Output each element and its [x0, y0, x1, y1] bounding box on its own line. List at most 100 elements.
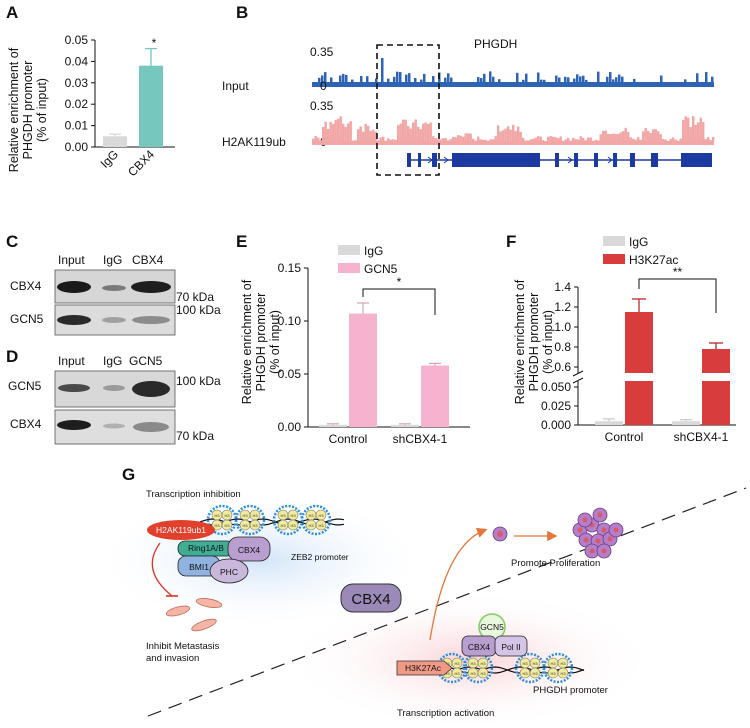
histone-label: H3	[444, 671, 450, 676]
h2a-signal-bar	[672, 137, 675, 141]
panel-label-e: E	[236, 232, 247, 251]
input-signal-bar	[423, 73, 426, 82]
h2a-signal-bar	[502, 130, 505, 141]
x-tick-label: Control	[329, 432, 368, 446]
h2a-signal-bar	[449, 139, 452, 141]
activation-arrow	[429, 527, 488, 641]
input-signal-bar	[420, 79, 423, 82]
h2a-signal-bar	[644, 128, 647, 141]
gene-direction-arrow	[567, 156, 573, 164]
h2a-signal-bar	[664, 139, 667, 141]
input-signal-bar	[450, 77, 453, 82]
input-signal-bar	[339, 75, 342, 82]
input-signal-bar	[516, 72, 519, 82]
histone-label: H3	[290, 523, 296, 528]
significance-marker: *	[397, 275, 402, 289]
blot-c-row-cbx4: CBX4	[10, 279, 42, 293]
y-tick-label: 0.05	[65, 33, 89, 47]
h2a-signal-bar	[689, 127, 692, 141]
migrating-cells	[165, 598, 223, 632]
h2a-signal-bar	[652, 129, 655, 141]
input-signal-bar	[582, 75, 585, 82]
significance-marker: **	[673, 265, 683, 279]
histone-label: H3	[242, 513, 248, 518]
input-signal-bar	[558, 77, 561, 82]
histone-label: H3	[480, 661, 486, 666]
ylabel-line: (% of input)	[268, 310, 282, 374]
h2a-signal-bar	[597, 140, 600, 141]
legend-swatch-gcn5	[338, 263, 360, 273]
h2a-signal-bar	[699, 117, 702, 141]
h2a-signal-bar	[609, 134, 612, 141]
input-signal-bar	[660, 75, 663, 82]
h2a-signal-bar	[654, 129, 657, 141]
h2a-signal-bar	[467, 133, 470, 141]
input-signal-bar	[564, 76, 567, 82]
cell-nucleus	[597, 512, 603, 518]
h2a-signal-bar	[494, 136, 497, 141]
blot-d-col-igg: IgG	[103, 354, 122, 368]
input-signal-bar	[543, 79, 546, 82]
histone-core	[557, 667, 569, 679]
h2a-signal-bar	[679, 138, 682, 141]
h2a-signal-bar	[367, 125, 370, 141]
significance-bracket	[638, 278, 717, 313]
blot-c-col-cbx4: CBX4	[132, 253, 164, 267]
h2a-signal-bar	[619, 132, 622, 141]
histone-label: H3	[280, 523, 286, 528]
inhibit-arrow	[151, 542, 173, 597]
gene-name-phgdh: PHGDH	[474, 37, 517, 51]
bar-igg	[103, 136, 127, 147]
h2a-signal-bar	[422, 123, 425, 141]
y-tick-label: 1.2	[554, 300, 571, 314]
legend-label-gcn5: GCN5	[364, 262, 398, 276]
ylabel-line: PHGDH promoter	[254, 293, 268, 392]
h2a-signal-bar	[584, 140, 587, 141]
h2a-signal-bar	[354, 140, 357, 141]
phc-protein	[209, 558, 249, 584]
bar-h3k27ac	[625, 312, 653, 373]
input-signal-bar	[489, 71, 492, 82]
input-signal-bar	[555, 75, 558, 82]
h2a-signal-bar	[557, 138, 560, 141]
h2a-signal-bar	[634, 139, 637, 141]
h2a-scale-top: 0.35	[310, 99, 334, 113]
h2a-signal-bar	[554, 137, 557, 141]
h2a-signal-bar	[514, 130, 517, 141]
h2a-signal-bar	[657, 131, 660, 141]
h2a-signal-bar	[709, 140, 712, 141]
h2a-signal-bar	[482, 139, 485, 141]
h2a-signal-bar	[464, 133, 467, 141]
cbx4-protein-small	[227, 536, 271, 562]
input-signal-bar	[525, 73, 528, 82]
panel-a-ylabel: Relative enrichment of PHGDH promoter (%…	[7, 47, 49, 172]
bar-h3k27ac-lower	[625, 381, 653, 425]
label-cbx4-center: CBX4	[351, 591, 390, 608]
y-tick-label: 0.000	[541, 418, 571, 432]
y-tick-label: 0.10	[278, 314, 302, 328]
h2a-signal-bar	[334, 119, 337, 141]
h2a-signal-bar	[559, 136, 562, 141]
h2a-signal-bar	[632, 138, 635, 141]
histone-core	[477, 667, 489, 679]
y-tick-label: 0.6	[554, 360, 571, 374]
input-signal-bar	[579, 76, 582, 82]
h2a-signal-bar	[399, 123, 402, 141]
h2a-signal-bar	[404, 119, 407, 141]
legend-swatch-igg	[603, 236, 625, 246]
h3k27ac-mark	[396, 660, 453, 676]
histone-label: H3	[252, 513, 258, 518]
h2a-signal-bar	[599, 134, 602, 141]
histone-label: H3	[550, 661, 556, 666]
blot-d-row-cbx4: CBX4	[10, 417, 42, 431]
blot-c-col-igg: IgG	[103, 253, 122, 267]
panel-label-f: F	[506, 232, 516, 251]
label-inhibit-line2: and invasion	[146, 653, 199, 664]
h2a-signal-bar	[687, 117, 690, 141]
h2a-signal-bar	[639, 139, 642, 141]
h2a-signal-bar	[394, 139, 397, 141]
ylabel-line: Relative enrichment of	[240, 279, 254, 404]
gene-exon	[418, 153, 421, 167]
ylabel-line: (% of input)	[541, 310, 555, 374]
y-tick-label: 0.050	[541, 380, 571, 394]
